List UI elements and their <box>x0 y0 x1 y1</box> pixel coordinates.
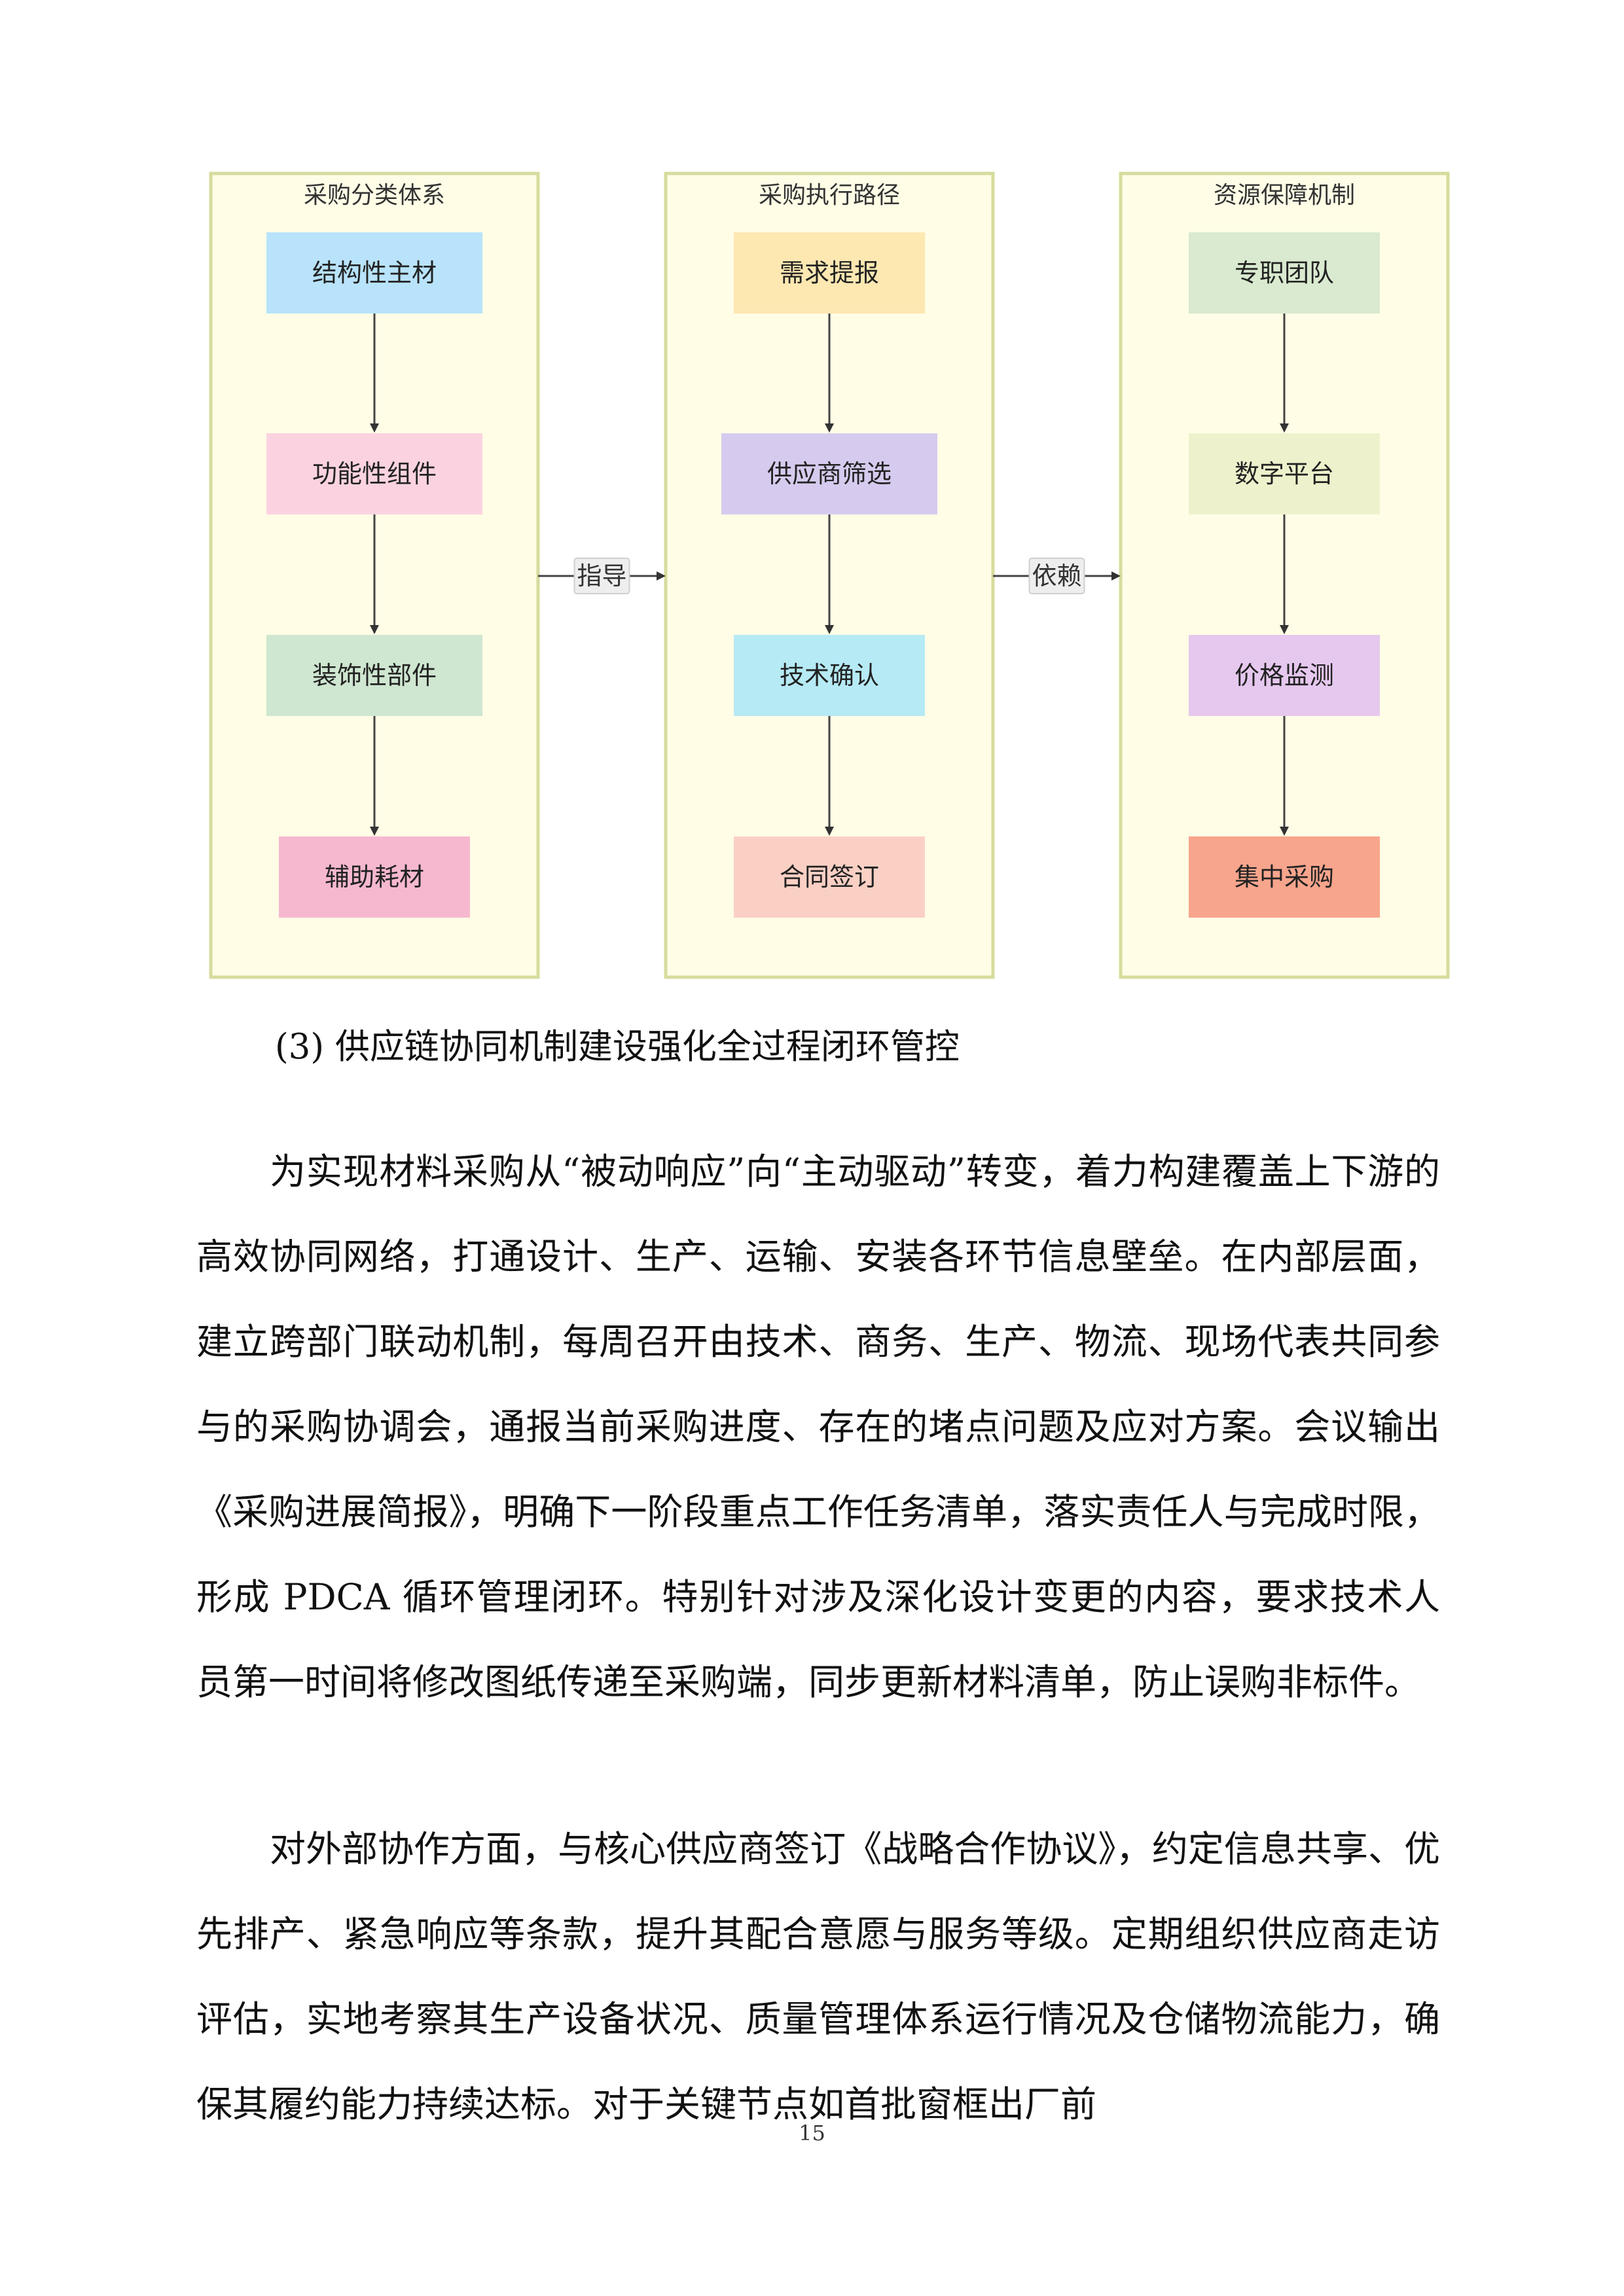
flow-node <box>1189 836 1380 918</box>
flow-node-label: 合同签订 <box>780 863 879 891</box>
flow-node-label: 结构性主材 <box>312 259 437 287</box>
flow-node <box>1189 433 1380 514</box>
flow-node <box>266 433 482 514</box>
flow-node-label: 需求提报 <box>780 259 879 287</box>
flow-node <box>266 635 482 716</box>
panel-title: 采购执行路径 <box>759 182 900 209</box>
flow-node-label: 供应商筛选 <box>767 459 892 488</box>
body-paragraph-2: 对外部协作方面，与核心供应商签订《战略合作协议》，约定信息共享、优先排产、紧急响… <box>196 1828 1440 2125</box>
panel-title: 采购分类体系 <box>304 182 445 209</box>
flow-node <box>266 232 482 314</box>
flow-node <box>734 232 925 314</box>
flow-node <box>279 836 470 918</box>
panel-link-2: 依赖 <box>993 558 1121 594</box>
section-heading: (3) 供应链协同机制建设强化全过程闭环管控 <box>275 1027 960 1067</box>
link-label: 指导 <box>577 562 626 590</box>
link-label-box <box>1028 558 1085 594</box>
flow-node-label: 技术确认 <box>780 661 879 690</box>
flow-node-label: 装饰性部件 <box>312 661 437 690</box>
flow-node <box>721 433 937 514</box>
panel-title: 资源保障机制 <box>1214 182 1355 209</box>
flow-node-label: 数字平台 <box>1235 459 1334 488</box>
flow-node <box>734 836 925 918</box>
flow-node <box>1189 635 1380 716</box>
flow-node-label: 集中采购 <box>1235 863 1334 891</box>
procurement-flow-diagram: 采购分类体系结构性主材功能性组件装饰性部件辅助耗材采购执行路径需求提报供应商筛选… <box>209 171 1450 979</box>
flow-node <box>734 635 925 716</box>
flow-node-label: 专职团队 <box>1235 259 1334 287</box>
body-paragraph-1: 为实现材料采购从“被动响应”向“主动驱动”转变，着力构建覆盖上下游的高效协同网络… <box>196 1151 1440 1703</box>
link-label: 依赖 <box>1032 562 1081 590</box>
page-number: 15 <box>799 2121 825 2145</box>
link-label-box <box>573 558 630 594</box>
flow-node-label: 价格监测 <box>1235 661 1334 690</box>
flow-node-label: 功能性组件 <box>312 459 437 488</box>
panel-link-1: 指导 <box>538 558 666 594</box>
flow-node <box>1189 232 1380 314</box>
flow-node-label: 辅助耗材 <box>325 863 424 891</box>
